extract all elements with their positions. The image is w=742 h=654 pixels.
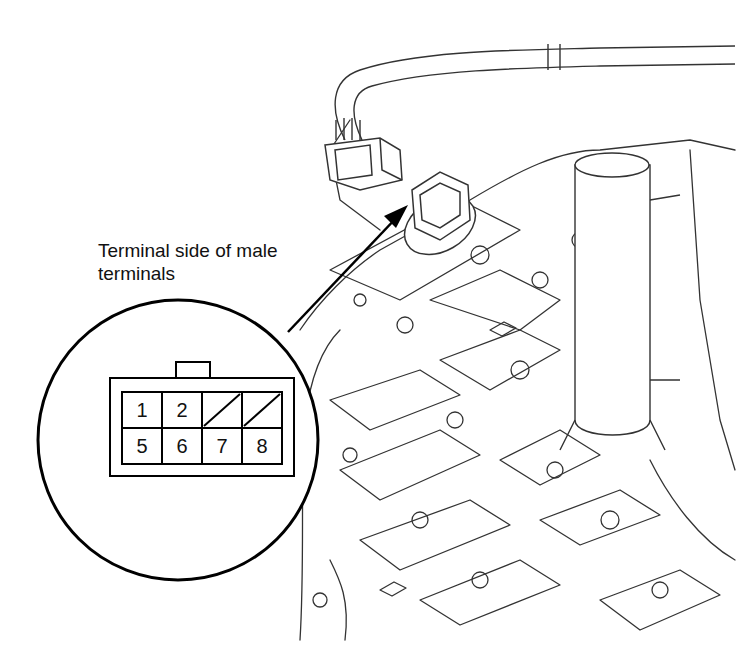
callout-circle [38, 300, 318, 580]
callout-label: Terminal side of male terminals [98, 240, 308, 286]
pin-number: 7 [202, 428, 242, 464]
cylinder-part [560, 153, 680, 450]
connector-face [110, 362, 294, 476]
pin-number: 1 [122, 392, 162, 428]
wire-harness [335, 44, 735, 140]
harness-plug [325, 138, 402, 190]
pin-number: 8 [242, 428, 282, 464]
pin-number: 5 [122, 428, 162, 464]
engine-block [300, 120, 735, 640]
pin-number: 2 [162, 392, 202, 428]
sensor-socket [394, 172, 486, 267]
leader-arrow [288, 205, 408, 332]
pin-number: 6 [162, 428, 202, 464]
